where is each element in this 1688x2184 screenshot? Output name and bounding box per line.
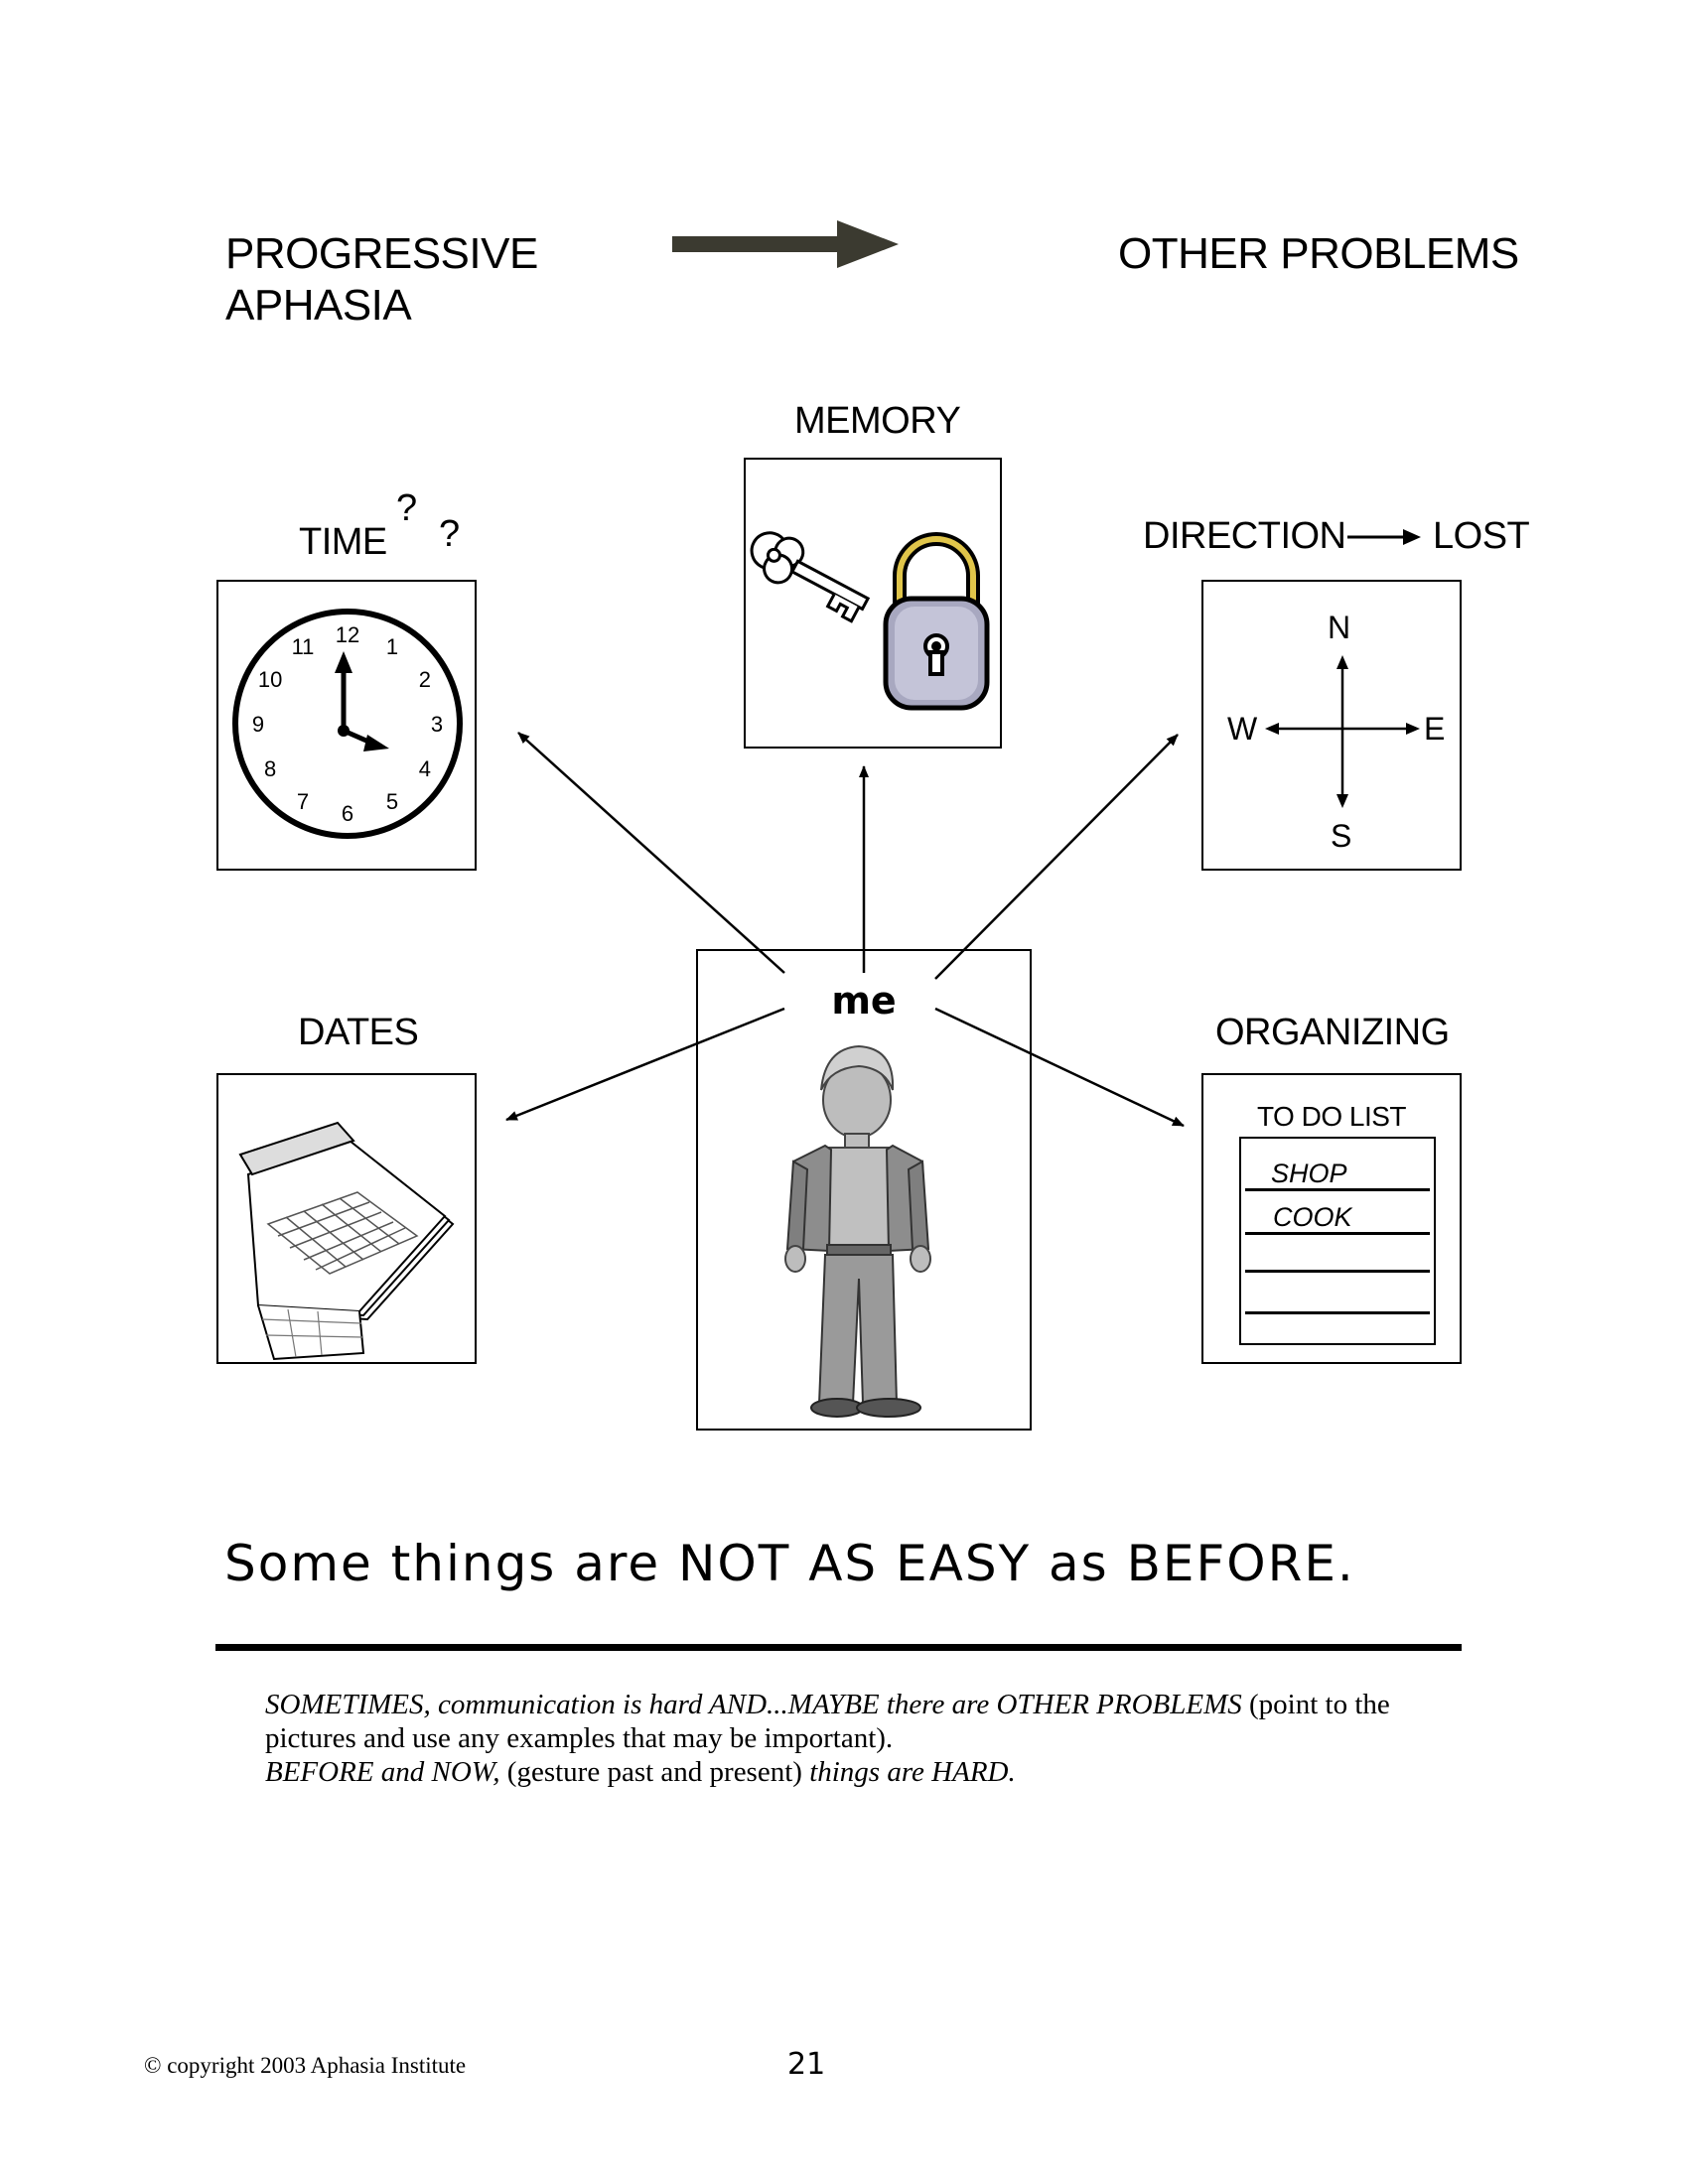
memory-card (744, 458, 1002, 749)
divider (215, 1644, 1462, 1651)
clock-number: 10 (258, 667, 282, 692)
arrow-to-dates (505, 1007, 785, 1122)
clock-number: 4 (419, 756, 431, 781)
me-card: me (696, 949, 1032, 1431)
direction-arrow-icon (1347, 529, 1421, 545)
calendar-icon (238, 1121, 455, 1361)
copyright: © copyright 2003 Aphasia Institute (144, 2053, 467, 2078)
instructions-p2-italic-1: BEFORE and NOW, (265, 1756, 500, 1788)
organizing-label: ORGANIZING (1215, 1012, 1450, 1053)
organizing-card: TO DO LIST SHOP COOK (1201, 1073, 1462, 1364)
clock-number: 3 (431, 712, 443, 737)
compass-e: E (1424, 711, 1446, 747)
direction-label: DIRECTION (1143, 515, 1346, 557)
header-aphasia: APHASIA (225, 281, 412, 330)
clock-number: 2 (419, 667, 431, 692)
clock-number: 5 (386, 789, 398, 814)
todo-title: TO DO LIST (1256, 1101, 1407, 1132)
time-label: TIME (299, 521, 387, 563)
compass-s: S (1331, 818, 1352, 854)
todo-line-2 (1245, 1232, 1430, 1235)
todo-item-cook: COOK (1273, 1202, 1352, 1232)
clock-number: 11 (292, 634, 315, 659)
memory-label: MEMORY (794, 400, 961, 442)
compass-w: W (1227, 711, 1258, 747)
time-question-mark-1: ? (396, 487, 417, 529)
clock-number: 9 (252, 712, 264, 737)
instructions-p2: BEFORE and NOW, (gesture past and presen… (265, 1755, 1437, 1789)
header-left: PROGRESSIVE APHASIA (225, 228, 538, 332)
clock-number: 8 (264, 756, 276, 781)
instructions-p1-italic: SOMETIMES, communication is hard AND...M… (265, 1689, 1242, 1720)
todo-list: SHOP COOK (1239, 1137, 1436, 1345)
todo-item-shop: SHOP (1271, 1159, 1347, 1188)
instructions-p1: SOMETIMES, communication is hard AND...M… (265, 1688, 1437, 1755)
tagline: Some things are NOT AS EASY as BEFORE. (224, 1535, 1355, 1592)
time-question-mark-2: ? (439, 513, 460, 555)
todo-line-3 (1245, 1270, 1430, 1273)
dates-label: DATES (298, 1012, 419, 1053)
clock-number: 6 (342, 801, 353, 826)
header-other-problems: OTHER PROBLEMS (1118, 229, 1519, 278)
person-icon (784, 1044, 931, 1418)
dates-card (216, 1073, 477, 1364)
header-arrow-icon (672, 220, 899, 268)
compass-icon (1265, 655, 1420, 808)
instructions-p1-regular: (point to the pictures and use any examp… (265, 1689, 1390, 1754)
instructions-p2-regular: (gesture past and present) (499, 1756, 810, 1788)
lost-label: LOST (1433, 515, 1530, 557)
key-lock-icon (750, 531, 990, 711)
direction-card: N E S W (1201, 580, 1462, 871)
page-number: 21 (787, 2047, 826, 2082)
arrow-to-organizing (934, 1007, 1185, 1128)
instructions: SOMETIMES, communication is hard AND...M… (265, 1688, 1437, 1789)
clock-number: 1 (386, 634, 398, 659)
header-progressive: PROGRESSIVE (225, 229, 538, 278)
arrow-to-direction (934, 734, 1179, 980)
connector-arrows (505, 732, 1185, 1128)
me-label: me (831, 979, 897, 1023)
clock-number: 7 (297, 789, 309, 814)
clock-number: 12 (336, 622, 359, 647)
compass-n: N (1328, 610, 1351, 645)
instructions-p2-italic-2: things are HARD. (809, 1756, 1016, 1788)
todo-line-4 (1245, 1311, 1430, 1314)
arrow-to-time (517, 732, 785, 974)
todo-line-1 (1245, 1188, 1430, 1191)
